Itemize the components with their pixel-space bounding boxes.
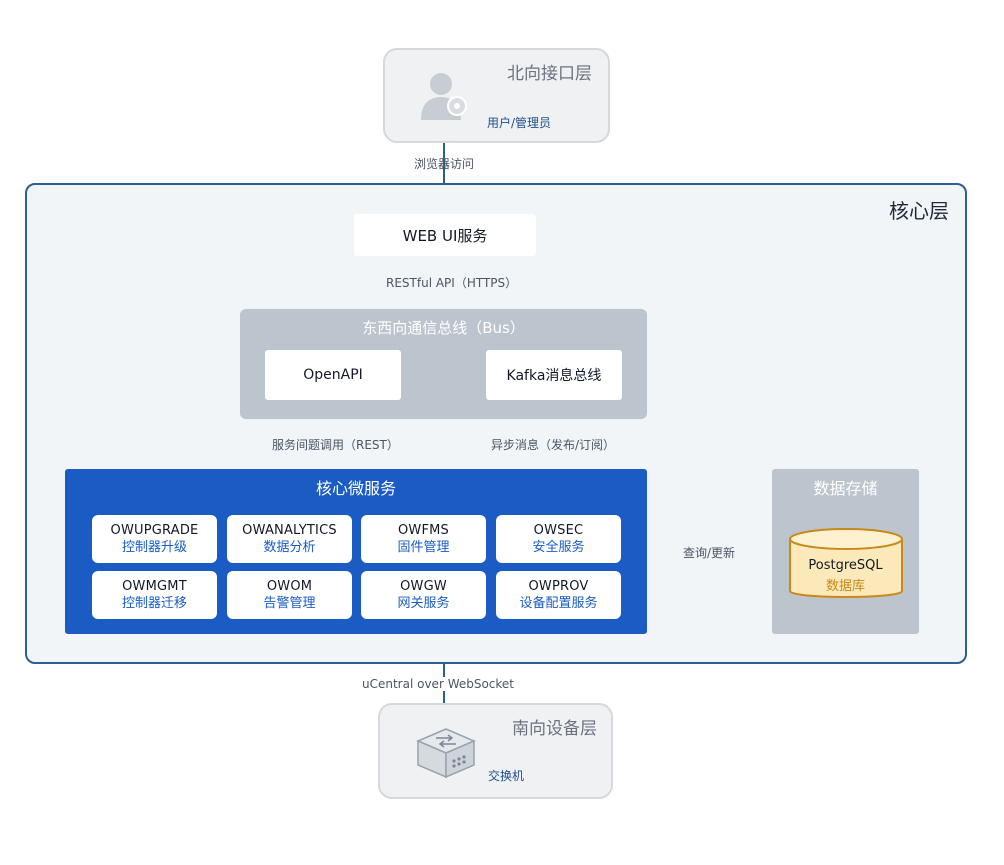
edge-label-rest: RESTful API（HTTPS） <box>384 274 520 291</box>
south-layer: 南向设备层 交换机 <box>378 703 613 799</box>
edge-label-async: 异步消息（发布/订阅） <box>491 438 616 452</box>
south-caption: 交换机 <box>488 769 525 783</box>
service-desc: 固件管理 <box>397 540 450 555</box>
kafka-box: Kafka消息总线 <box>486 350 622 400</box>
service-desc: 安全服务 <box>532 540 585 555</box>
edge-label-service-call: 服务间题调用（REST） <box>272 438 399 452</box>
service-desc: 告警管理 <box>263 596 316 611</box>
service-name: OWOM <box>266 579 313 594</box>
service-desc: 控制器升级 <box>121 540 187 555</box>
service-name: OWPROV <box>528 579 589 594</box>
data-storage-container: 数据存储 PostgreSQL 数据库 <box>772 469 919 634</box>
bus-title: 东西向通信总线（Bus） <box>362 319 525 337</box>
user-settings-icon <box>421 73 467 120</box>
north-layer-title: 北向接口层 <box>507 64 592 84</box>
service-desc: 设备配置服务 <box>519 596 598 611</box>
service-name: OWSEC <box>533 523 584 538</box>
service-name: OWUPGRADE <box>110 523 199 538</box>
service-card: OWSEC 安全服务 <box>496 515 621 563</box>
service-card: OWPROV 设备配置服务 <box>496 571 621 619</box>
openapi-box: OpenAPI <box>265 350 401 400</box>
service-desc: 网关服务 <box>397 596 450 611</box>
south-layer-title: 南向设备层 <box>512 719 597 739</box>
service-card: OWGW 网关服务 <box>361 571 486 619</box>
storage-title: 数据存储 <box>813 479 878 498</box>
bus-container: 东西向通信总线（Bus） OpenAPI Kafka消息总线 <box>240 309 647 419</box>
database-desc: 数据库 <box>825 579 865 594</box>
service-name: OWGW <box>400 579 447 594</box>
service-card: OWMGMT 控制器迁移 <box>92 571 217 619</box>
microservices-container: 核心微服务 OWUPGRADE 控制器升级 OWANALYTICS 数据分析 O… <box>65 469 647 634</box>
north-caption: 用户/管理员 <box>487 116 552 130</box>
edge-label-query: 查询/更新 <box>683 546 736 560</box>
microservices-title: 核心微服务 <box>315 479 396 498</box>
service-name: OWANALYTICS <box>242 523 337 538</box>
edge-label-ucentral: uCentral over WebSocket <box>360 677 517 691</box>
service-desc: 数据分析 <box>263 540 316 555</box>
service-card: OWUPGRADE 控制器升级 <box>92 515 217 563</box>
database-name: PostgreSQL <box>808 558 883 573</box>
database-cylinder-icon <box>789 528 903 598</box>
north-layer: 北向接口层 用户/管理员 <box>383 48 610 143</box>
service-name: OWFMS <box>397 523 450 538</box>
edge-label-browser: 浏览器访问 <box>414 157 475 171</box>
service-card: OWOM 告警管理 <box>227 571 352 619</box>
service-name: OWMGMT <box>122 579 187 594</box>
core-layer-title: 核心层 <box>889 199 949 223</box>
service-card: OWFMS 固件管理 <box>361 515 486 563</box>
service-desc: 控制器迁移 <box>121 596 187 611</box>
network-switch-icon <box>416 728 476 779</box>
web-ui-service: WEB UI服务 <box>354 214 536 256</box>
service-card: OWANALYTICS 数据分析 <box>227 515 352 563</box>
